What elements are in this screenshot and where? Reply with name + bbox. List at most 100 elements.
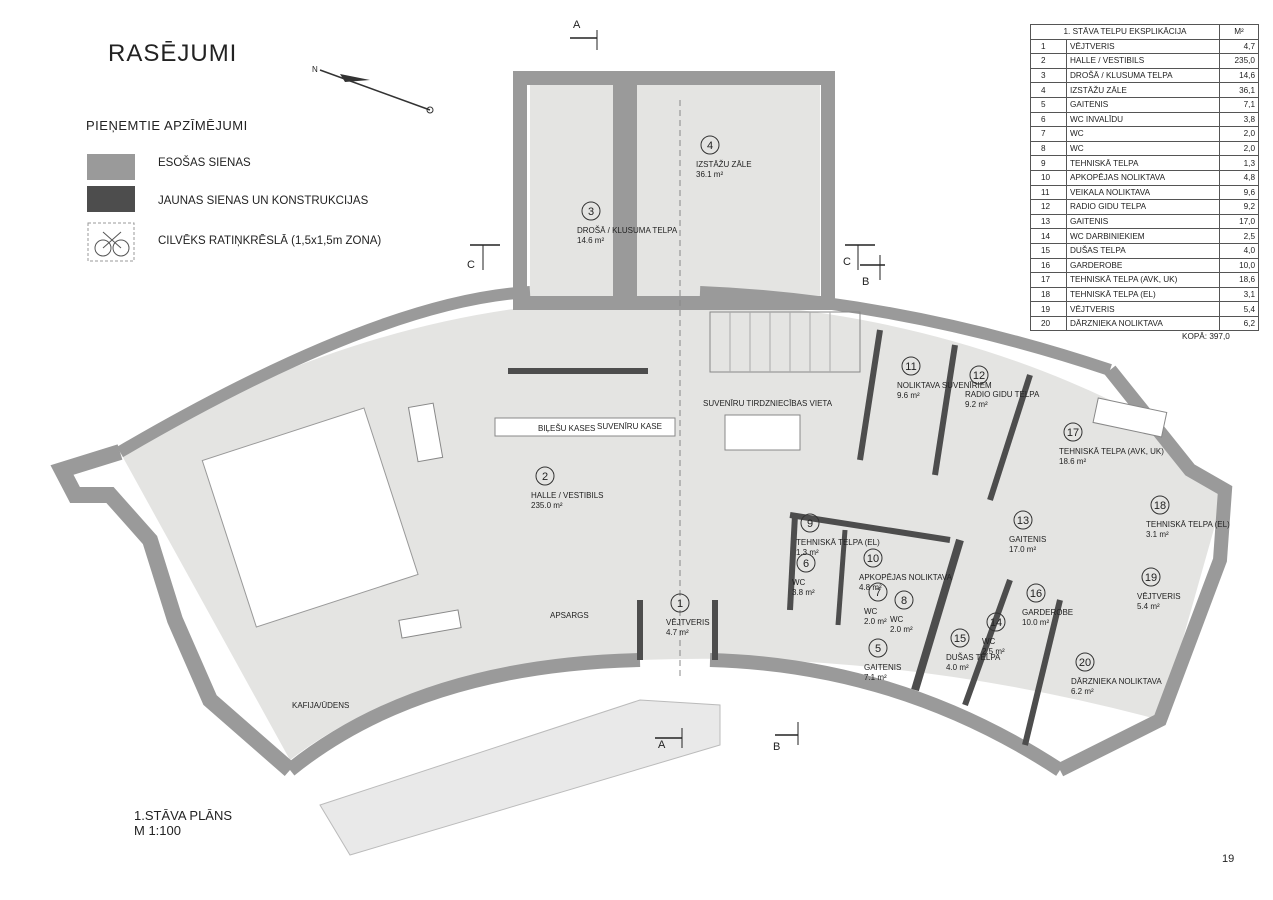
- bench-2: [398, 609, 462, 639]
- explication-total: KOPĀ: 397,0: [1182, 332, 1230, 341]
- wall-east: [1056, 365, 1233, 777]
- room-area: 3.1 m²: [1146, 530, 1169, 539]
- room-name: WC: [792, 578, 806, 587]
- row-name: VĒJTVERIS: [1066, 38, 1220, 55]
- room-number: 18: [1154, 500, 1166, 512]
- row-number: 10: [1030, 169, 1067, 186]
- room-name: GAITENIS: [1009, 535, 1046, 544]
- row-number: 7: [1030, 126, 1067, 142]
- section-a-top: A: [573, 19, 581, 31]
- room-marker-6: [796, 553, 816, 573]
- row-area: 4,7: [1219, 38, 1259, 55]
- room-name: DROŠĀ / KLUSUMA TELPA: [577, 226, 678, 235]
- room-marker-5: [868, 638, 888, 658]
- room-area: 6.2 m²: [1071, 687, 1094, 696]
- row-name: GARDEROBE: [1066, 257, 1220, 274]
- room-number: 19: [1145, 572, 1157, 584]
- room-area: 2.0 m²: [890, 625, 913, 634]
- room-area: 4.7 m²: [666, 628, 689, 637]
- row-area: 3,1: [1219, 286, 1259, 303]
- room-number: 1: [677, 598, 683, 610]
- wheelchair-icon: [87, 222, 135, 262]
- section-c-left: C: [467, 259, 475, 271]
- row-number: 11: [1030, 184, 1067, 201]
- row-name: TEHNISKĀ TELPA (AVK, UK): [1066, 272, 1220, 288]
- row-number: 20: [1030, 315, 1067, 332]
- room-number: 14: [990, 617, 1002, 629]
- row-number: 19: [1030, 301, 1067, 317]
- row-number: 13: [1030, 213, 1067, 230]
- counter-wall: [508, 368, 648, 374]
- row-area: 7,1: [1219, 96, 1259, 113]
- room-marker-16: [1026, 583, 1046, 603]
- row-number: 18: [1030, 286, 1067, 303]
- section-b-bottom: B: [773, 741, 780, 753]
- room-name: DĀRZNIEKA NOLIKTAVA: [1071, 677, 1162, 686]
- room-area: 18.6 m²: [1059, 457, 1086, 466]
- wall-wc-6: [787, 514, 798, 611]
- room-marker-2: [535, 466, 555, 486]
- plan-scale: M 1:100: [134, 823, 181, 838]
- room-area: 2.0 m²: [864, 617, 887, 626]
- room-name: HALLE / VESTIBILS: [531, 491, 603, 500]
- legend-title: PIEŅEMTIE APZĪMĒJUMI: [86, 118, 248, 133]
- room-name: DUŠAS TELPA: [946, 653, 1001, 662]
- room-number: 20: [1079, 657, 1091, 669]
- room-marker-14: [986, 612, 1006, 632]
- room-number: 8: [901, 595, 907, 607]
- room-area: 7.1 m²: [864, 673, 887, 682]
- room-number: 11: [905, 361, 916, 373]
- page-number: 19: [1222, 853, 1235, 865]
- room-marker-17: [1063, 422, 1083, 442]
- room-name: IZSTĀŽU ZĀLE: [696, 160, 752, 169]
- page-title: RASĒJUMI: [108, 40, 238, 67]
- row-name: DROŠĀ / KLUSUMA TELPA: [1066, 67, 1220, 84]
- section-marks: [470, 30, 885, 748]
- row-number: 12: [1030, 199, 1067, 215]
- room-marker-1: [670, 593, 690, 613]
- room-area: 9.6 m²: [897, 391, 920, 400]
- room-name: RADIO GIDU TELPA: [965, 390, 1040, 399]
- row-name: TEHNISKĀ TELPA (EL): [1066, 286, 1220, 303]
- row-area: 4,8: [1219, 169, 1259, 186]
- row-number: 8: [1030, 140, 1067, 157]
- row-number: 16: [1030, 257, 1067, 274]
- legend-label-existing: ESOŠAS SIENAS: [158, 157, 251, 169]
- row-area: 4,0: [1219, 242, 1259, 259]
- room-marker-13: [1013, 510, 1033, 530]
- room-marker-18: [1150, 495, 1170, 515]
- explication-unit: M²: [1219, 24, 1259, 40]
- room-number: 13: [1017, 515, 1029, 527]
- ticket-counter: [494, 417, 676, 437]
- plan-title: 1.STĀVA PLĀNS: [134, 808, 233, 823]
- explication-title: 1. STĀVA TELPU EKSPLIKĀCIJA: [1030, 24, 1220, 40]
- row-area: 2,0: [1219, 126, 1259, 142]
- stairs: [709, 311, 861, 373]
- label-suveniru-kase: SUVENĪRU KASE: [597, 422, 662, 431]
- row-area: 9,2: [1219, 199, 1259, 215]
- label-bilesu-kases: BIĻEŠU KASES: [538, 424, 595, 433]
- wall-north-east: [699, 286, 1112, 376]
- wall-12: [932, 344, 958, 476]
- room-number: 6: [803, 558, 809, 570]
- room-area: 10.0 m²: [1022, 618, 1049, 627]
- row-name: WC: [1066, 140, 1220, 157]
- room-name: APKOPĒJAS NOLIKTAVA: [859, 573, 953, 582]
- row-number: 5: [1030, 96, 1067, 113]
- label-apsargs: APSARGS: [550, 611, 589, 620]
- row-number: 9: [1030, 155, 1067, 171]
- wall-south-west: [285, 653, 641, 776]
- room-name: TEHNISKĀ TELPA (EL): [796, 538, 880, 547]
- room-marker-11: [901, 356, 921, 376]
- tower-4-walls: [613, 71, 835, 310]
